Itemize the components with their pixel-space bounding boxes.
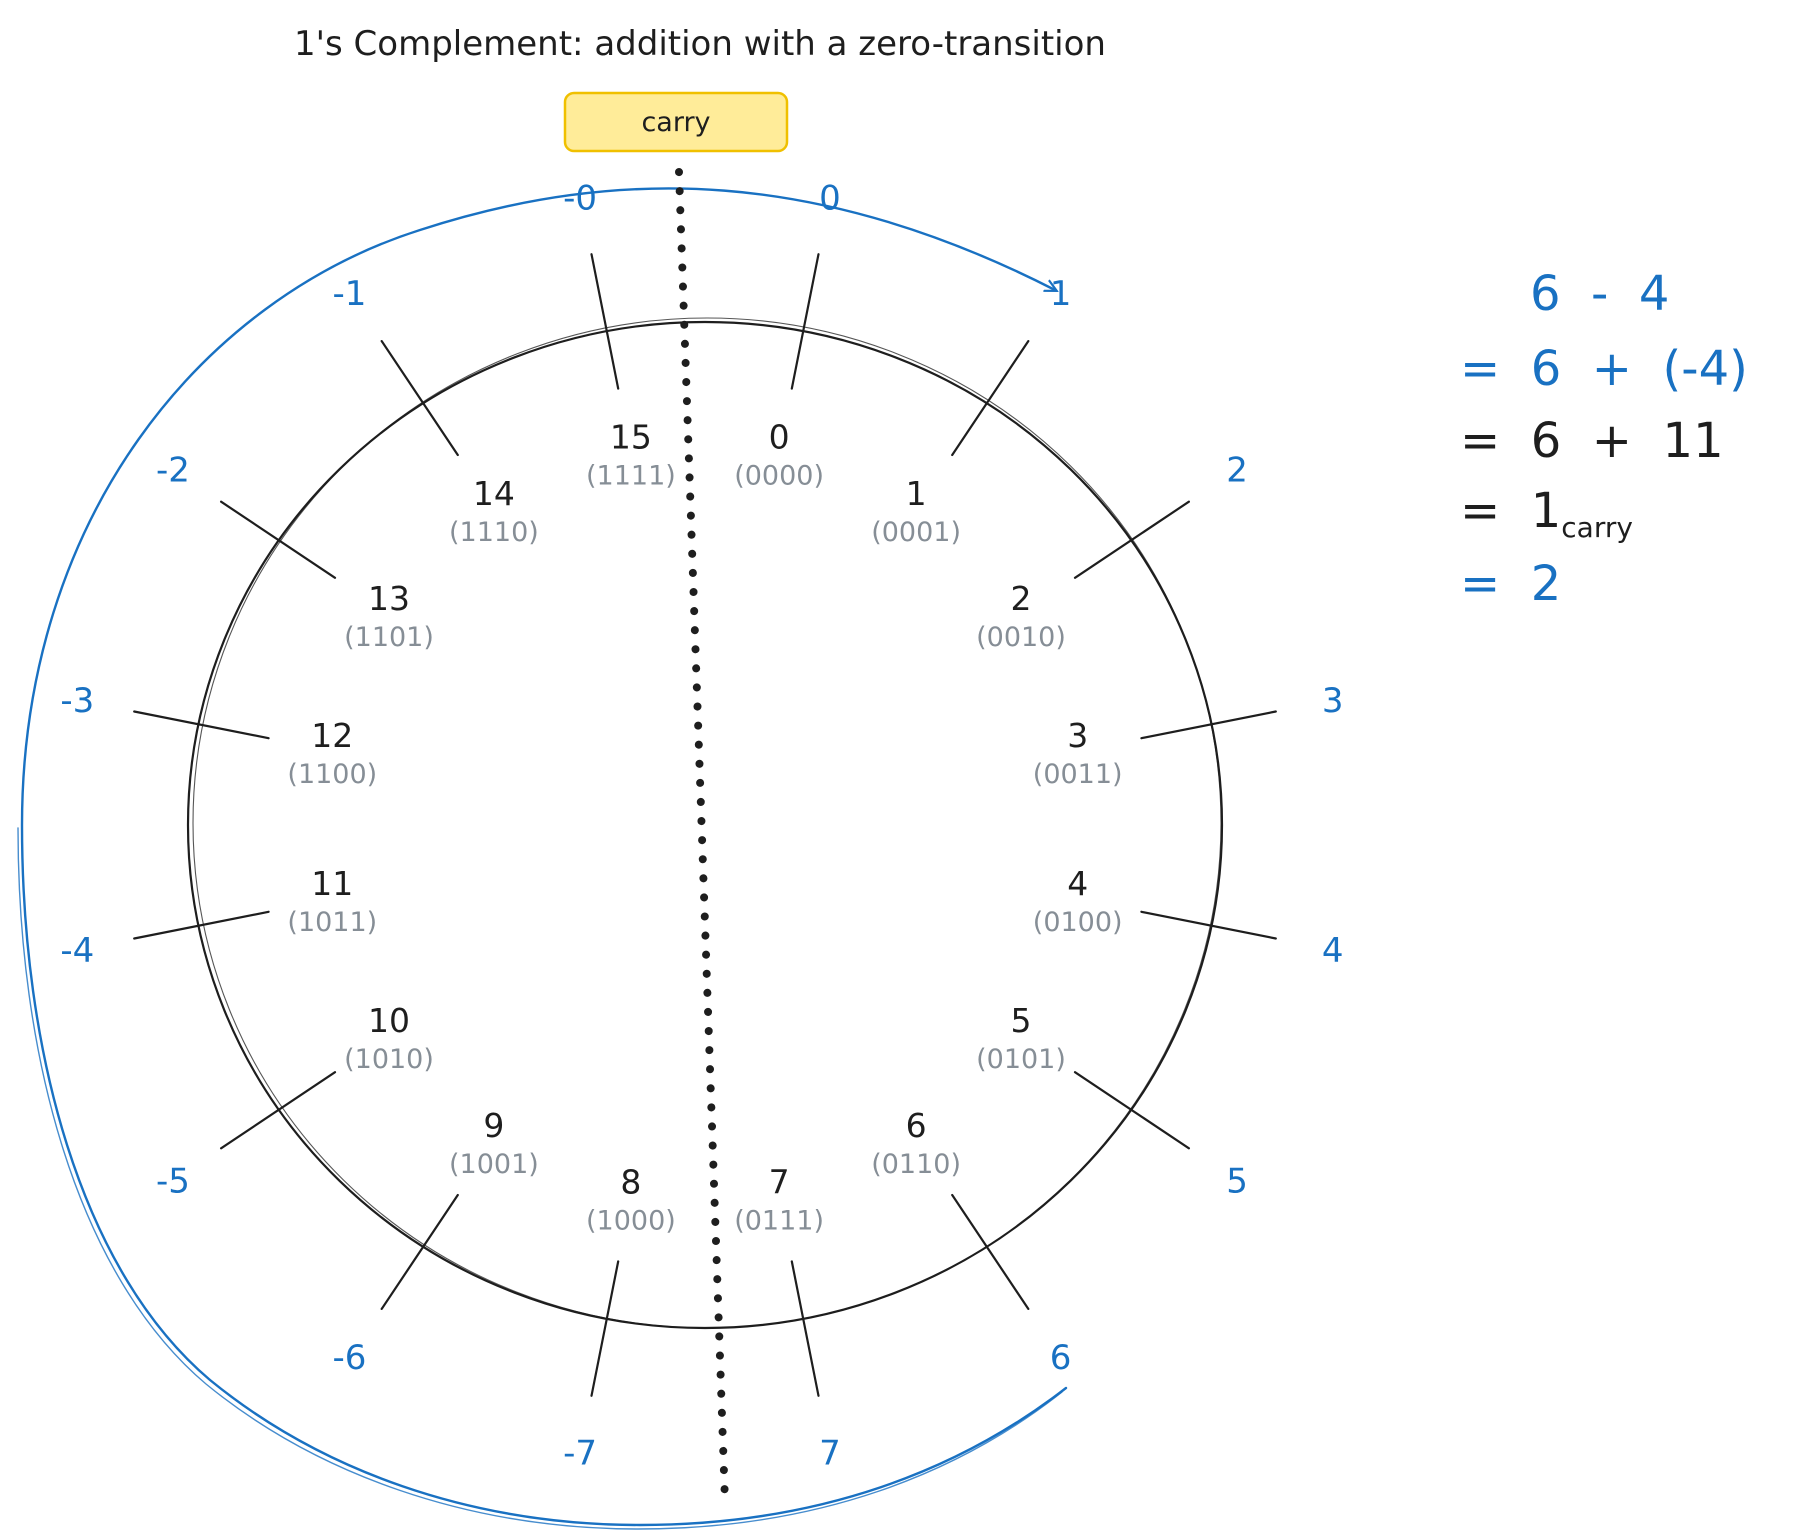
unsigned-value-9: 9 [483, 1106, 504, 1145]
signed-value-5: 5 [1226, 1162, 1248, 1202]
number-circle [186, 320, 1224, 1330]
binary-value-6: (0110) [871, 1149, 961, 1180]
binary-value-5: (0101) [976, 1044, 1066, 1075]
signed-value-3: 3 [1322, 681, 1344, 721]
signed-value-4: 4 [1322, 931, 1344, 971]
unsigned-value-12: 12 [311, 716, 353, 755]
tick-2 [1073, 500, 1191, 579]
equation-line-2: = 6 + (-4) [1460, 341, 1748, 397]
tick-12 [133, 710, 270, 740]
tick-4 [1140, 910, 1277, 940]
signed-value-0: 0 [819, 178, 841, 218]
binary-value-1: (0001) [871, 517, 961, 548]
tick-6 [951, 1193, 1030, 1311]
carry-label: carry [641, 107, 710, 138]
signed-value-2: 2 [1226, 450, 1248, 490]
binary-value-0: (0000) [734, 460, 824, 491]
diagram-title: 1's Complement: addition with a zero-tra… [294, 24, 1106, 64]
equation-line-4: = 1carry [1460, 483, 1633, 544]
binary-value-2: (0010) [976, 622, 1066, 653]
tick-15 [590, 253, 620, 390]
binary-value-9: (1001) [449, 1149, 539, 1180]
tick-7 [790, 1260, 820, 1397]
unsigned-value-1: 1 [906, 474, 927, 513]
binary-value-3: (0011) [1033, 759, 1123, 790]
binary-value-15: (1111) [586, 460, 676, 491]
binary-value-11: (1011) [287, 907, 377, 938]
signed-value-6: 6 [1050, 1338, 1072, 1378]
binary-value-13: (1101) [344, 622, 434, 653]
tick-5 [1073, 1071, 1191, 1150]
wrap-around-arrow-trace [17, 827, 1063, 1530]
equation-line-5: = 2 [1460, 556, 1561, 612]
unsigned-value-3: 3 [1067, 716, 1088, 755]
equation-line-4-carry: carry [1561, 511, 1633, 544]
unsigned-value-2: 2 [1011, 579, 1032, 618]
unsigned-value-4: 4 [1067, 864, 1088, 903]
unsigned-value-6: 6 [906, 1106, 927, 1145]
signed-value-12: -3 [60, 681, 94, 721]
tick-3 [1140, 710, 1277, 740]
unsigned-value-0: 0 [769, 417, 790, 456]
equation-line-1: 6 - 4 [1530, 266, 1669, 322]
unsigned-value-10: 10 [368, 1001, 410, 1040]
tick-14 [380, 340, 459, 457]
tick-9 [380, 1193, 459, 1311]
binary-value-8: (1000) [586, 1206, 676, 1237]
equation-line-4-main: = 1 [1460, 483, 1561, 539]
signed-value-15: -0 [563, 178, 597, 218]
carry-box: carry [563, 91, 789, 153]
unsigned-value-15: 15 [610, 417, 652, 456]
binary-value-14: (1110) [449, 517, 539, 548]
unsigned-value-5: 5 [1011, 1001, 1032, 1040]
signed-value-14: -1 [332, 274, 366, 314]
binary-value-10: (1010) [344, 1044, 434, 1075]
binary-value-7: (0111) [734, 1206, 824, 1237]
wrap-around-arrow [20, 187, 1068, 1527]
signed-value-1: 1 [1050, 274, 1072, 314]
tick-1 [951, 340, 1030, 457]
signed-value-10: -5 [156, 1162, 190, 1202]
tick-13 [220, 500, 337, 579]
tick-11 [133, 910, 270, 940]
zero-transition-line [675, 168, 729, 1506]
signed-value-9: -6 [332, 1338, 366, 1378]
signed-value-11: -4 [60, 931, 94, 971]
tick-0 [790, 253, 820, 390]
number-circle-trace [192, 317, 1222, 1329]
unsigned-value-8: 8 [620, 1163, 641, 1202]
signed-value-8: -7 [563, 1434, 597, 1474]
unsigned-value-14: 14 [473, 474, 515, 513]
tick-10 [220, 1071, 337, 1150]
equation-line-3: = 6 + 11 [1460, 413, 1724, 469]
unsigned-value-11: 11 [311, 864, 353, 903]
signed-value-7: 7 [819, 1434, 841, 1474]
equation-block: 6 - 4 = 6 + (-4) = 6 + 11 = 1carry = 2 [1460, 266, 1748, 612]
binary-value-4: (0100) [1033, 907, 1123, 938]
unsigned-value-7: 7 [769, 1163, 790, 1202]
tick-marks [133, 253, 1277, 1397]
signed-value-13: -2 [156, 450, 190, 490]
position-labels: 0(0000)01(0001)12(0010)23(0011)34(0100)4… [60, 178, 1343, 1473]
tick-8 [590, 1260, 620, 1397]
binary-value-12: (1100) [287, 759, 377, 790]
unsigned-value-13: 13 [368, 579, 410, 618]
